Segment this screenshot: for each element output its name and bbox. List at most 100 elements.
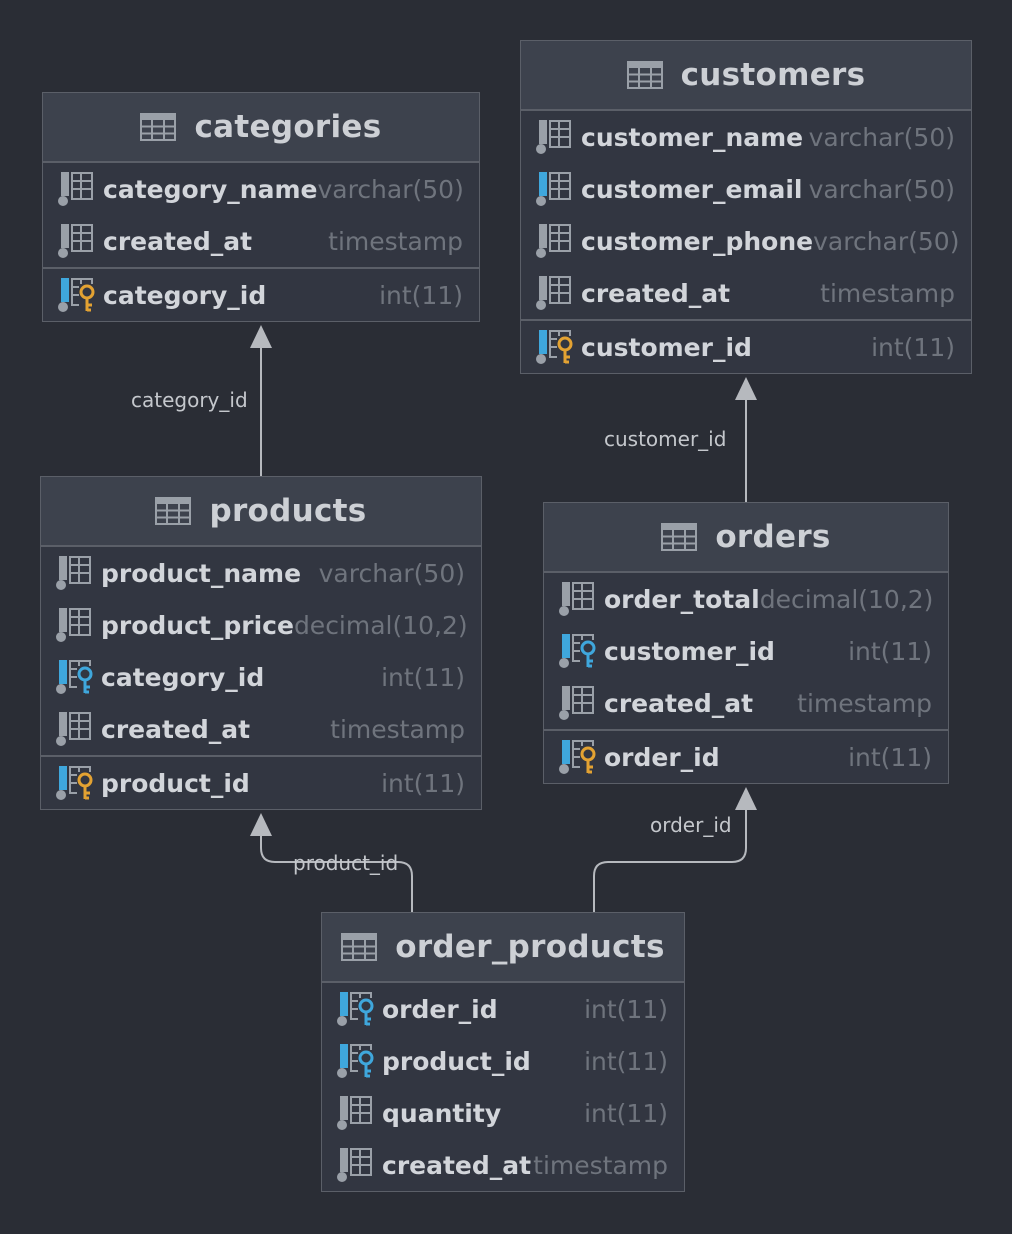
column-type: timestamp [797,688,932,718]
primary-key-icon [556,738,596,776]
column-type: timestamp [820,278,955,308]
column-row[interactable]: created_at timestamp [544,677,948,729]
column-type: int(11) [871,332,955,362]
column-row[interactable]: order_id int(11) [322,983,684,1035]
table-icon [626,61,663,89]
column-row[interactable]: product_id int(11) [322,1035,684,1087]
foreign-key-icon [556,632,596,670]
column-name: created_at [101,714,251,744]
table-icon [341,933,378,961]
column-name: category_id [103,280,267,310]
column-icon [533,222,573,260]
arrowhead-categories [250,325,272,348]
column-icon [55,170,95,208]
column-name: created_at [604,688,754,718]
column-type: decimal(10,2) [759,584,934,614]
column-type: int(11) [381,768,465,798]
column-type: timestamp [328,226,463,256]
column-type: int(11) [584,994,668,1024]
column-name: created_at [581,278,731,308]
connector-order-products-orders [593,807,747,912]
column-name: order_id [382,994,498,1024]
column-type: timestamp [533,1150,668,1180]
table-title: customers [680,57,866,93]
column-name: created_at [382,1150,532,1180]
column-row[interactable]: customer_id int(11) [521,319,971,373]
column-type: varchar(50) [813,226,960,256]
column-type: int(11) [381,662,465,692]
column-name: product_name [101,558,302,588]
column-icon [556,684,596,722]
column-type: varchar(50) [317,174,464,204]
table-order-products[interactable]: order_products order_id int(11) product_id i… [321,912,685,1192]
column-name: order_total [604,584,760,614]
column-name: product_price [101,610,294,640]
column-name: customer_phone [581,226,814,256]
column-row[interactable]: product_name varchar(50) [41,547,481,599]
column-type: timestamp [330,714,465,744]
foreign-key-icon [334,1042,374,1080]
table-icon [661,523,698,551]
column-indexed-icon [533,170,573,208]
table-icon [155,497,192,525]
column-type: decimal(10,2) [293,610,468,640]
primary-key-icon [55,276,95,314]
column-icon [55,222,95,260]
table-title: categories [194,109,382,145]
column-name: customer_id [581,332,752,362]
primary-key-icon [53,764,93,802]
column-name: created_at [103,226,253,256]
column-row[interactable]: created_at timestamp [41,703,481,755]
column-name: product_id [101,768,250,798]
column-type: varchar(50) [808,174,955,204]
column-row[interactable]: created_at timestamp [43,215,479,267]
column-name: customer_id [604,636,775,666]
table-header[interactable]: orders [544,503,948,573]
table-header[interactable]: products [41,477,481,547]
column-icon [53,554,93,592]
table-header[interactable]: order_products [322,913,684,983]
column-type: varchar(50) [318,558,465,588]
column-icon [556,580,596,618]
column-type: int(11) [584,1046,668,1076]
column-name: customer_email [581,174,803,204]
connector-order-products-products [260,833,413,912]
column-row[interactable]: customer_id int(11) [544,625,948,677]
column-type: int(11) [848,636,932,666]
arrowhead-products [250,813,272,836]
foreign-key-icon [53,658,93,696]
column-name: customer_name [581,122,804,152]
table-header[interactable]: customers [521,41,971,111]
table-header[interactable]: categories [43,93,479,163]
table-products[interactable]: products product_name varchar(50) product_p… [40,476,482,810]
table-title: orders [715,519,831,555]
column-type: int(11) [379,280,463,310]
column-icon [533,118,573,156]
column-row[interactable]: created_at timestamp [521,267,971,319]
connector-label-customer-id: customer_id [604,427,727,451]
table-title: products [209,493,367,529]
arrowhead-customers [735,377,757,400]
column-row[interactable]: category_id int(11) [43,267,479,321]
column-row[interactable]: product_id int(11) [41,755,481,809]
foreign-key-icon [334,990,374,1028]
column-icon [334,1094,374,1132]
table-icon [140,113,177,141]
column-name: product_id [382,1046,531,1076]
column-type: int(11) [848,742,932,772]
column-name: category_name [103,174,318,204]
